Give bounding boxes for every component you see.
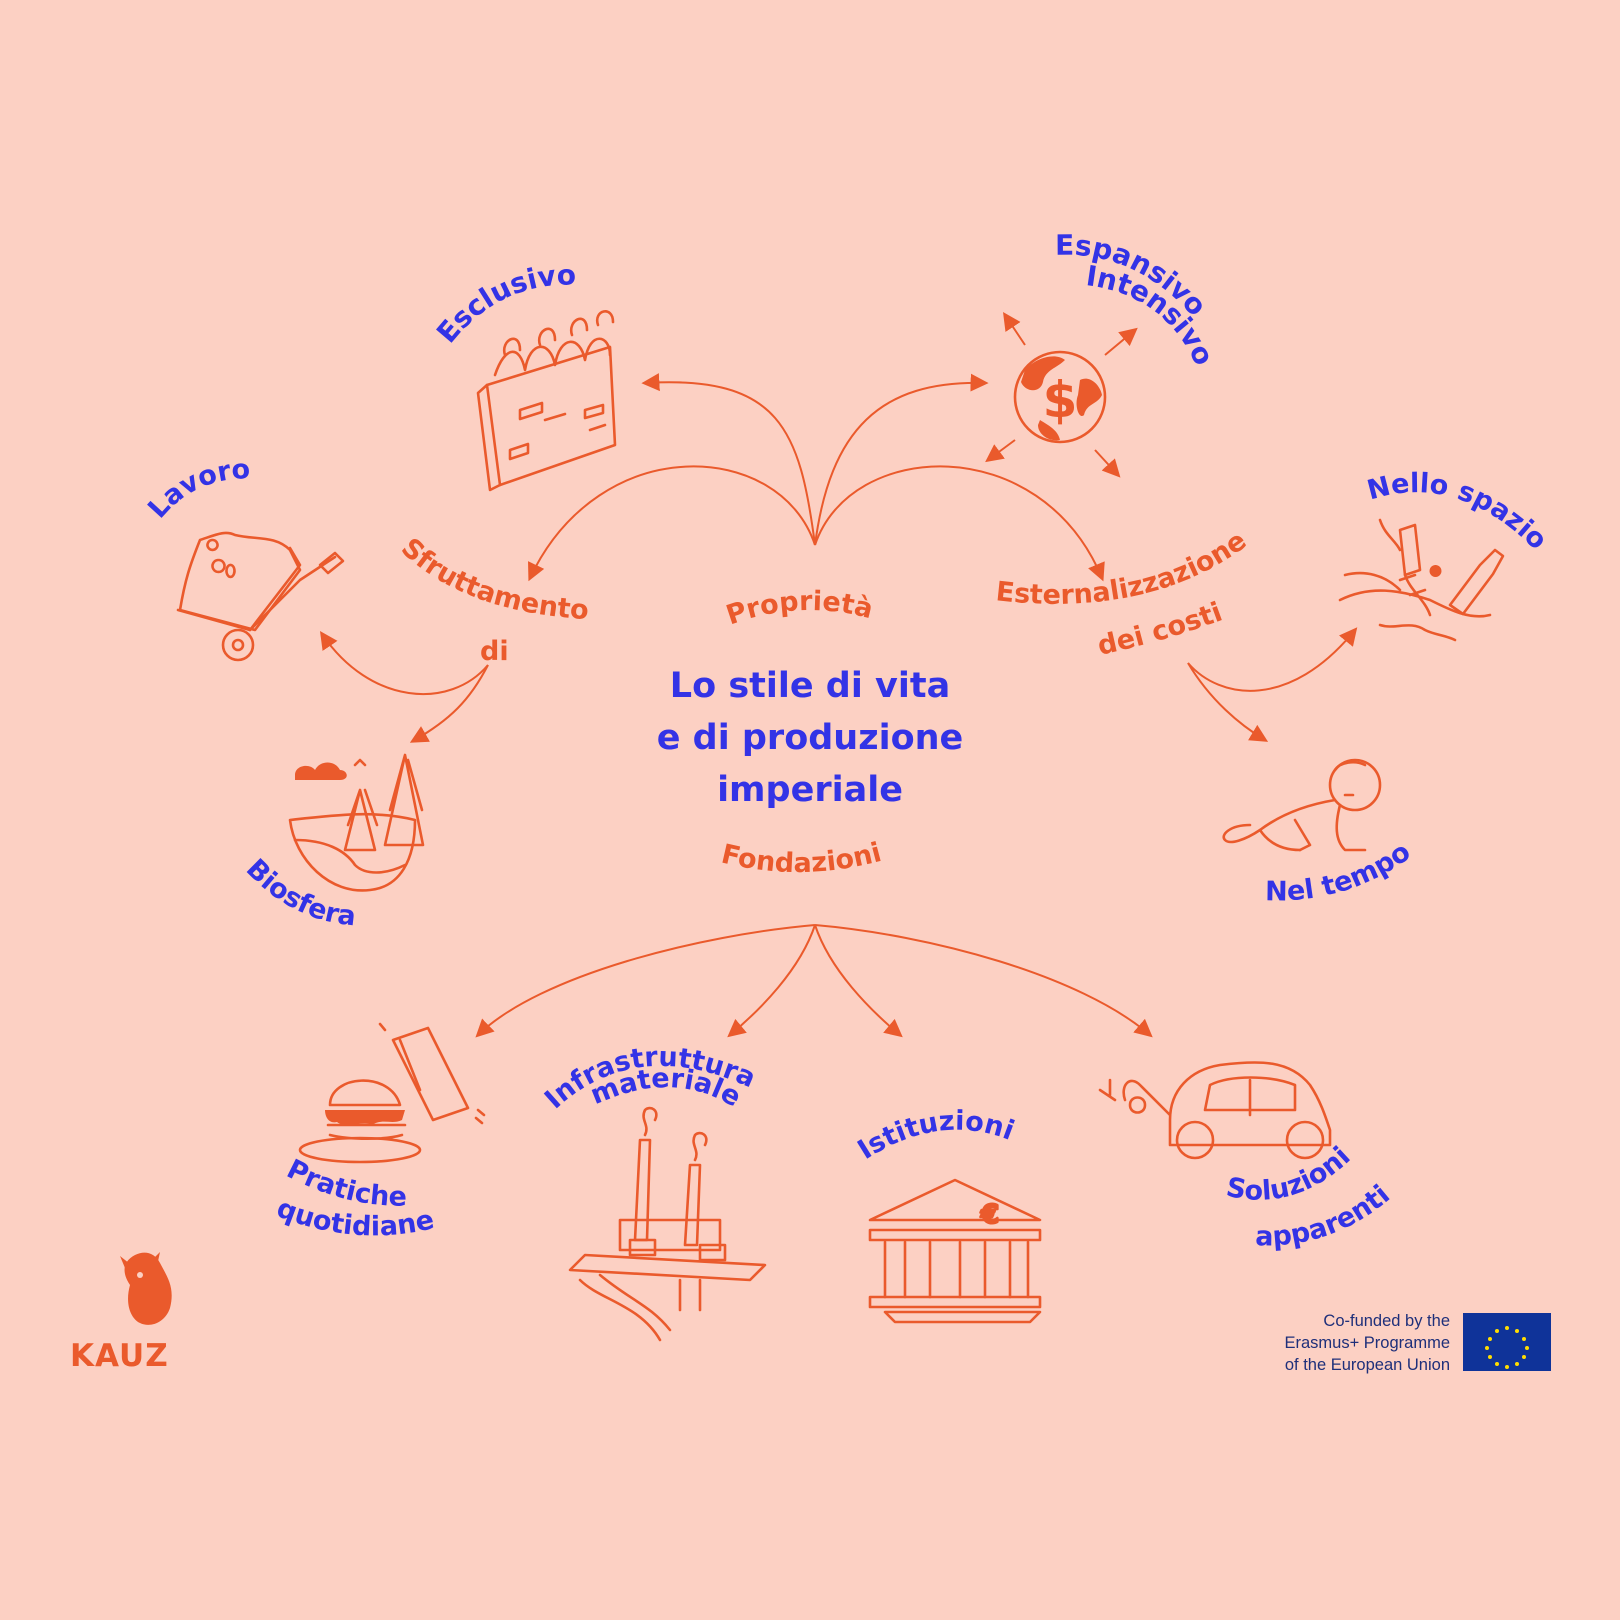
globe-dollar-icon: $ (985, 312, 1138, 478)
label-istituzioni: Istituzioni (852, 1106, 1018, 1166)
label-fondazioni: Fondazioni (718, 837, 884, 879)
svg-text:$: $ (1043, 371, 1078, 429)
label-sfruttamento: Sfruttamento (395, 532, 590, 626)
title-line-2: e di produzione (656, 718, 964, 758)
label-proprieta: Proprietà (722, 586, 876, 632)
electric-car-icon (1098, 1061, 1332, 1160)
eu-line-3: of the European Union (1284, 1356, 1450, 1374)
wheelbarrow-icon (176, 531, 345, 662)
connector-arrows (319, 373, 1358, 1038)
factory-highway-icon (568, 1106, 767, 1342)
kauz-owl-logo (120, 1252, 172, 1325)
crawling-baby-icon (1222, 758, 1382, 852)
label-nello-spazio: Nello spazio (1364, 468, 1553, 556)
title-line-1: Lo stile di vita (669, 666, 951, 706)
eu-flag-icon (1463, 1313, 1551, 1371)
label-nel-tempo: Nel tempo (1265, 836, 1416, 907)
wall-barbed-wire-icon (476, 310, 617, 492)
eu-line-1: Co-funded by the (1323, 1312, 1450, 1330)
diagram-title: Lo stile di vita e di produzione imperia… (600, 660, 1020, 816)
burger-phone-icon (298, 1022, 486, 1164)
label-sfruttamento-di: di (480, 636, 509, 667)
title-line-3: imperiale (717, 770, 903, 810)
bank-euro-icon: € (868, 1178, 1042, 1324)
nature-landscape-icon (288, 753, 425, 892)
svg-text:€: € (980, 1200, 999, 1230)
eu-cofunded-text: Co-funded by the Erasmus+ Programme of t… (1180, 1310, 1450, 1376)
label-lavoro: Lavoro (142, 454, 251, 524)
pollution-hand-bottle-icon (1338, 518, 1505, 642)
label-biosfera: Biosfera (240, 853, 357, 932)
eu-line-2: Erasmus+ Programme (1284, 1334, 1450, 1352)
kauz-logo-text: KAUZ (70, 1338, 169, 1374)
